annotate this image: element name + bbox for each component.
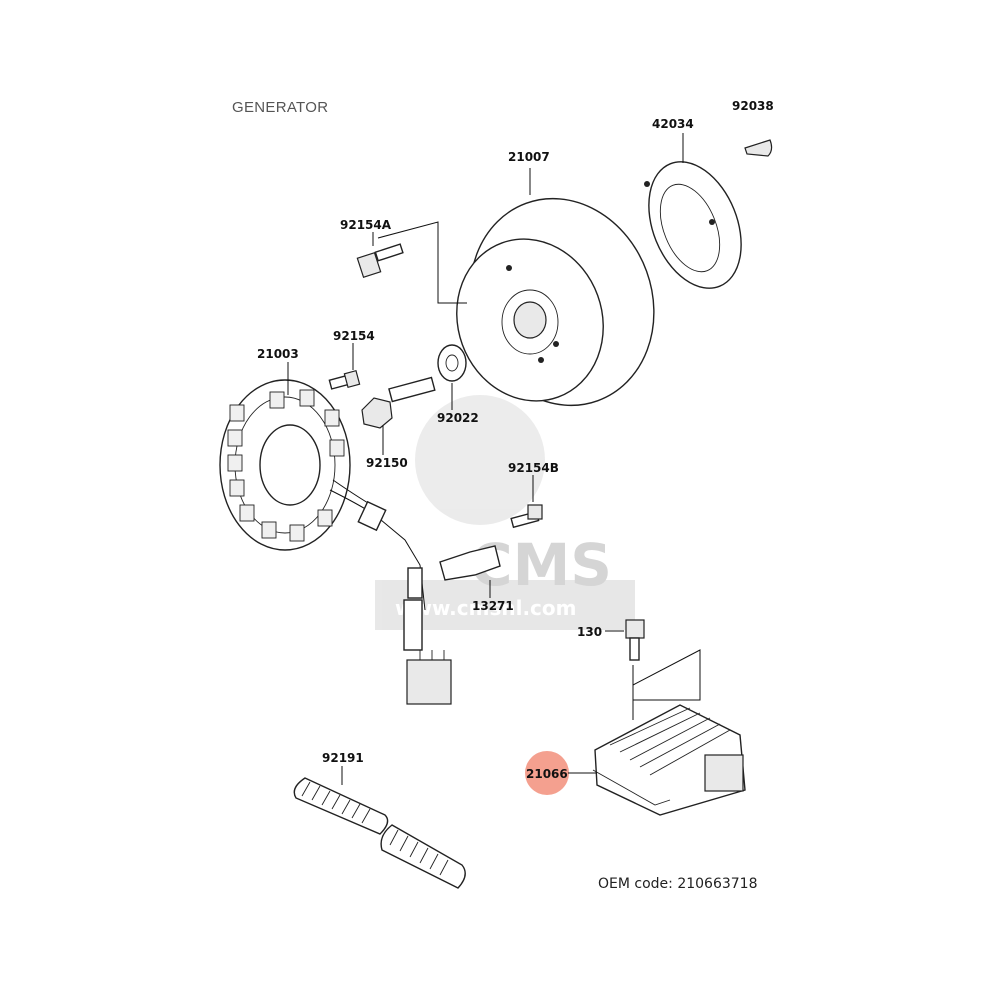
- part-42034-ring[interactable]: [631, 133, 758, 302]
- oem-code: OEM code: 210663718: [598, 876, 758, 892]
- label-13271[interactable]: 13271: [472, 599, 514, 613]
- part-92154-screw[interactable]: [328, 343, 361, 390]
- label-21066[interactable]: 21066: [526, 767, 568, 781]
- label-21003[interactable]: 21003: [257, 347, 299, 361]
- label-92154[interactable]: 92154: [333, 329, 375, 343]
- part-21003-stator[interactable]: [219, 362, 452, 705]
- part-13271-plate[interactable]: [439, 545, 501, 598]
- part-92191-tube[interactable]: [293, 766, 466, 889]
- part-21066-regulator[interactable]: [525, 649, 746, 816]
- label-21007[interactable]: 21007: [508, 150, 550, 164]
- label-92022[interactable]: 92022: [437, 411, 479, 425]
- label-92191[interactable]: 92191: [322, 751, 364, 765]
- part-92154A-bolt[interactable]: [356, 221, 467, 304]
- label-130[interactable]: 130: [577, 625, 602, 639]
- highlight-circle: [525, 751, 569, 795]
- label-92038[interactable]: 92038: [732, 99, 774, 113]
- label-42034[interactable]: 42034: [652, 117, 694, 131]
- part-130-bolt[interactable]: [605, 619, 645, 661]
- diagram-title: GENERATOR: [232, 99, 329, 116]
- part-92038-key[interactable]: [744, 139, 773, 157]
- label-92154B[interactable]: 92154B: [508, 461, 559, 475]
- part-92022-washer[interactable]: [437, 344, 467, 410]
- label-92150[interactable]: 92150: [366, 456, 408, 470]
- part-21007-rotor[interactable]: [434, 168, 682, 431]
- part-92154B-screw[interactable]: [510, 475, 543, 529]
- label-92154A[interactable]: 92154A: [340, 218, 392, 232]
- part-92150-bolt[interactable]: [361, 376, 436, 455]
